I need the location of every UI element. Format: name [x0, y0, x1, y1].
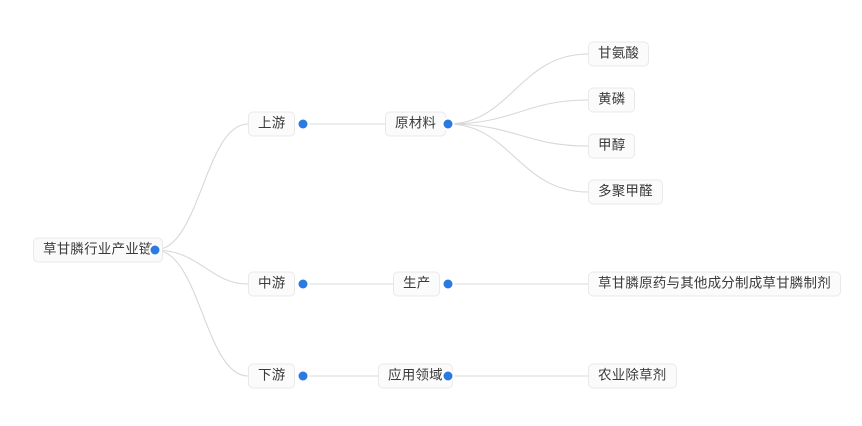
upstream-dot[interactable] — [298, 119, 308, 129]
formulation-node-label: 草甘膦原药与其他成分制成草甘膦制剂 — [588, 271, 841, 297]
midstream-node-label: 中游 — [248, 271, 296, 297]
raw-material-node-label: 原材料 — [385, 111, 447, 137]
raw-material-to-yellow-phosphorus — [447, 99, 589, 125]
midstream-dot[interactable] — [298, 279, 308, 289]
root-to-midstream — [154, 249, 249, 285]
mindmap-node-root[interactable]: 草甘膦行业产业链 — [33, 237, 163, 263]
raw-material-to-glycine — [447, 53, 589, 125]
raw-material-to-methanol — [447, 123, 589, 147]
glycine-node-label: 甘氨酸 — [588, 41, 650, 67]
upstream-node-label: 上游 — [248, 111, 296, 137]
root-node-label: 草甘膦行业产业链 — [33, 237, 163, 263]
root-dot[interactable] — [150, 245, 160, 255]
mindmap-node-midstream[interactable]: 中游 — [248, 271, 296, 297]
paraformaldehyde-node-label: 多聚甲醛 — [588, 179, 663, 205]
raw-material-dot[interactable] — [443, 119, 453, 129]
mindmap-node-application-field[interactable]: 应用领域 — [378, 363, 453, 389]
mindmap-node-production[interactable]: 生产 — [393, 271, 441, 297]
downstream-node-label: 下游 — [248, 363, 296, 389]
mindmap-node-raw-material[interactable]: 原材料 — [385, 111, 447, 137]
production-dot[interactable] — [443, 279, 453, 289]
methanol-node-label: 甲醇 — [588, 133, 636, 159]
mindmap-node-paraformaldehyde[interactable]: 多聚甲醛 — [588, 179, 663, 205]
raw-material-to-paraformaldehyde — [447, 123, 589, 193]
application-field-node-label: 应用领域 — [378, 363, 453, 389]
mindmap-node-downstream[interactable]: 下游 — [248, 363, 296, 389]
application-dot[interactable] — [443, 371, 453, 381]
mindmap-node-methanol[interactable]: 甲醇 — [588, 133, 636, 159]
agricultural-herbicide-node-label: 农业除草剂 — [588, 363, 677, 389]
mindmap-node-upstream[interactable]: 上游 — [248, 111, 296, 137]
mindmap-node-yellow-phosphorus[interactable]: 黄磷 — [588, 87, 636, 113]
downstream-dot[interactable] — [298, 371, 308, 381]
mindmap-node-glycine[interactable]: 甘氨酸 — [588, 41, 650, 67]
mindmap-node-agricultural-herbicide[interactable]: 农业除草剂 — [588, 363, 677, 389]
root-to-upstream — [154, 123, 249, 251]
yellow-phosphorus-node-label: 黄磷 — [588, 87, 636, 113]
mindmap-node-formulation[interactable]: 草甘膦原药与其他成分制成草甘膦制剂 — [588, 271, 841, 297]
production-node-label: 生产 — [393, 271, 441, 297]
root-to-downstream — [154, 249, 249, 377]
